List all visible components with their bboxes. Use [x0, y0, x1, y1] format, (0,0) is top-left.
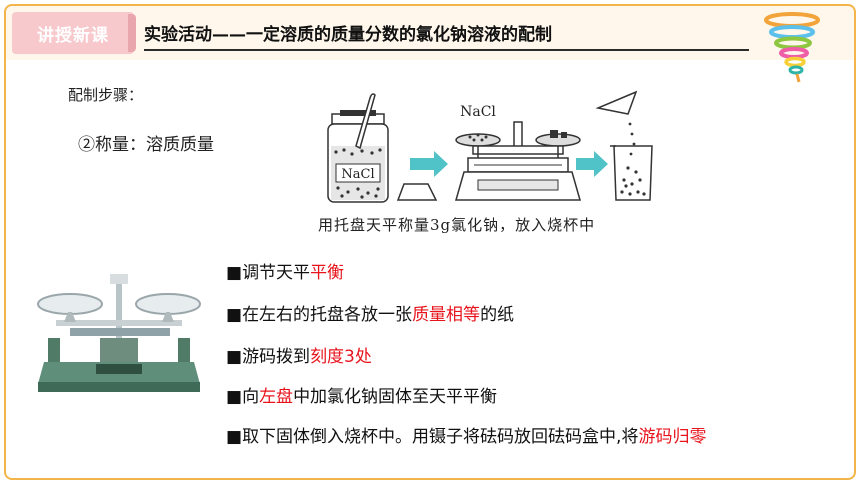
slide-frame: [4, 4, 856, 480]
list-item: ■调节天平平衡: [226, 258, 344, 283]
item-text: 向: [242, 387, 260, 407]
item-text: 取下固体倒入烧杯中。用镊子将砝码放回砝码盒中,将: [242, 427, 639, 447]
list-item: ■在左右的托盘各放一张质量相等的纸: [226, 300, 514, 325]
title-underline: [144, 49, 749, 51]
weighing-diagram: NaCl NaCl: [327, 90, 653, 203]
slide-title: 实验活动——一定溶质的质量分数的氯化钠溶液的配制: [144, 25, 552, 45]
item-emphasis: 质量相等: [412, 305, 481, 325]
item-emphasis: 刻度3处: [310, 347, 372, 367]
bullet-square-icon: ■: [226, 387, 243, 407]
list-item: ■游码拨到刻度3处: [226, 342, 372, 367]
header-band: [6, 6, 854, 60]
item-emphasis: 游码归零: [638, 427, 707, 447]
balance-label: NaCl: [460, 104, 496, 120]
balance-photo: [30, 266, 208, 396]
bullet-square-icon: ■: [226, 347, 243, 367]
beaker-drawing: [595, 90, 653, 201]
weigh-step-label: ②称量：溶质质量: [78, 135, 214, 155]
list-item: ■向左盘中加氯化钠固体至天平平衡: [226, 382, 497, 407]
item-text: 调节天平: [242, 263, 311, 283]
steps-label: 配制步骤：: [68, 86, 144, 104]
list-item: ■取下固体倒入烧杯中。用镊子将砝码放回砝码盒中,将游码归零: [226, 422, 706, 447]
item-text: 中加氯化钠固体至天平平衡: [293, 387, 498, 407]
item-text: 游码拨到: [242, 347, 311, 367]
figure-caption: 用托盘天平称量3g氯化钠，放入烧杯中: [318, 216, 596, 234]
bullet-square-icon: ■: [226, 305, 243, 325]
balance-drawing: NaCl: [455, 104, 581, 201]
reagent-bottle: NaCl: [327, 93, 389, 203]
item-text: 的纸: [480, 305, 515, 325]
funnel-swirl-logo-icon: [764, 12, 820, 83]
bottle-label: NaCl: [341, 167, 374, 182]
arrow-right-icon: [410, 151, 448, 177]
bullet-square-icon: ■: [226, 263, 243, 283]
bullet-square-icon: ■: [226, 427, 243, 447]
item-emphasis: 左盘: [259, 387, 294, 407]
arrow-right-icon: [576, 151, 608, 177]
item-text: 在左右的托盘各放一张: [242, 305, 413, 325]
section-tag-label: 讲授新课: [37, 25, 109, 46]
section-tag-edge: [128, 14, 136, 52]
paper-stand: [396, 183, 438, 201]
section-tag: 讲授新课: [12, 12, 134, 54]
item-emphasis: 平衡: [310, 263, 345, 283]
